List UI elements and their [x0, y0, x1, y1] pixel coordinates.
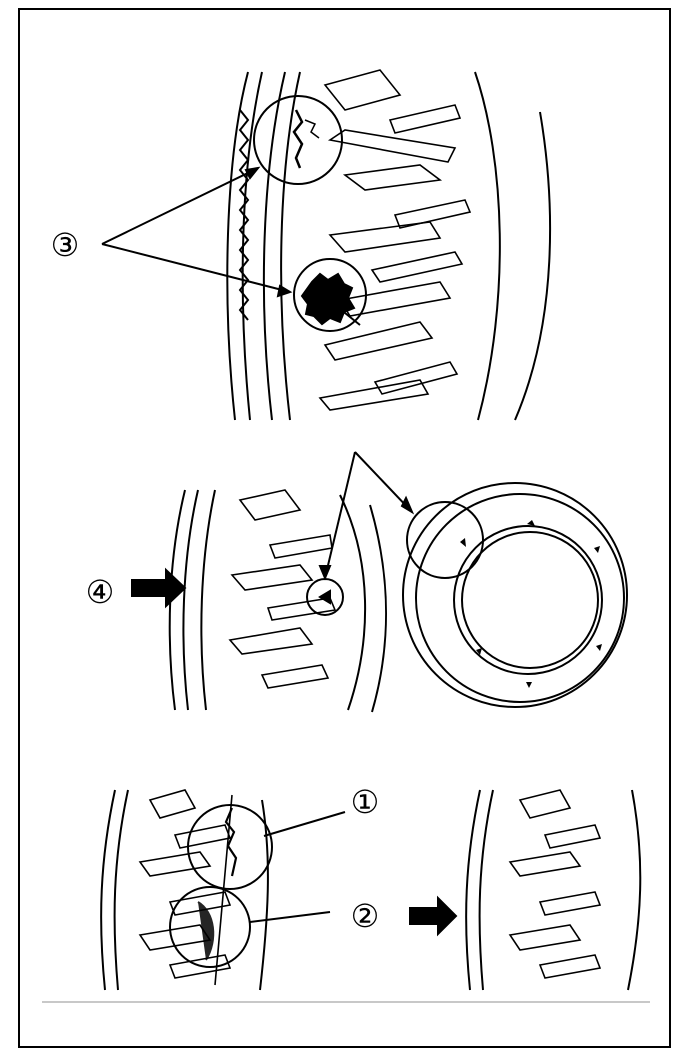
arrow-icon: [131, 567, 187, 609]
panel-middle-wear-indicator: [131, 451, 628, 713]
panel-top-tread: [101, 69, 552, 421]
bottom-rule: [42, 1001, 650, 1003]
callout-four: ④: [85, 573, 115, 611]
triangle-mark-icon: [318, 589, 331, 605]
callout-three: ③: [50, 226, 80, 264]
callout-two: ②: [350, 897, 380, 935]
callout-one: ①: [350, 783, 380, 821]
figure-frame: [18, 8, 671, 1048]
panel-bottom-damage: [100, 789, 642, 991]
arrow-icon: [409, 895, 458, 937]
